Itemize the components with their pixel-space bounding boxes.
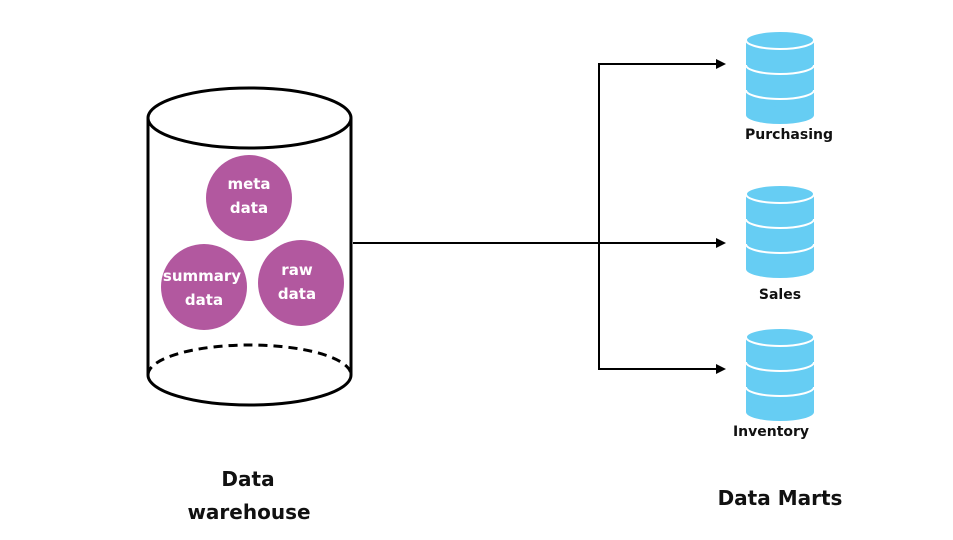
warehouse-cylinder [146,86,353,407]
raw-data-line2: data [278,285,316,303]
warehouse-title-line2: warehouse [187,500,310,524]
raw-data-circle-shape [258,240,344,326]
db-band [745,243,815,254]
mart-label-purchasing: Purchasing [745,127,833,143]
db-band [745,386,815,397]
db-bottom [746,260,814,278]
db-body [746,194,814,269]
mart-label-sales: Sales [759,287,801,303]
cylinder-bottom-front [146,374,353,407]
db-body [746,337,814,412]
db-top [745,184,815,204]
warehouse-title-line1: Data [221,467,274,491]
cylinder-top [146,86,353,150]
sales-database-icon [745,184,815,278]
db-band [745,89,815,100]
cylinder-bottom-back-dashed [146,343,353,376]
purchasing-database-icon [745,30,815,124]
summary-data-line2: data [185,291,223,309]
meta-data-line1: meta [227,175,270,193]
connector-lines [353,59,726,374]
db-top [745,327,815,347]
meta-data-circle-shape [206,155,292,241]
db-band [745,64,815,75]
db-bottom [746,403,814,421]
meta-data-circle: meta data [206,155,292,241]
data-marts-title: Data Marts [718,486,843,510]
db-band [745,218,815,229]
db-band [745,361,815,372]
db-body [746,40,814,115]
raw-data-line1: raw [281,261,313,279]
mart-label-inventory: Inventory [733,424,809,440]
raw-data-circle: raw data [258,240,344,326]
summary-data-circle-shape [161,244,247,330]
db-bottom [746,106,814,124]
db-top [745,30,815,50]
inventory-database-icon [745,327,815,421]
summary-data-line1: summary [163,267,241,285]
summary-data-circle: summary data [161,244,247,330]
meta-data-line2: data [230,199,268,217]
